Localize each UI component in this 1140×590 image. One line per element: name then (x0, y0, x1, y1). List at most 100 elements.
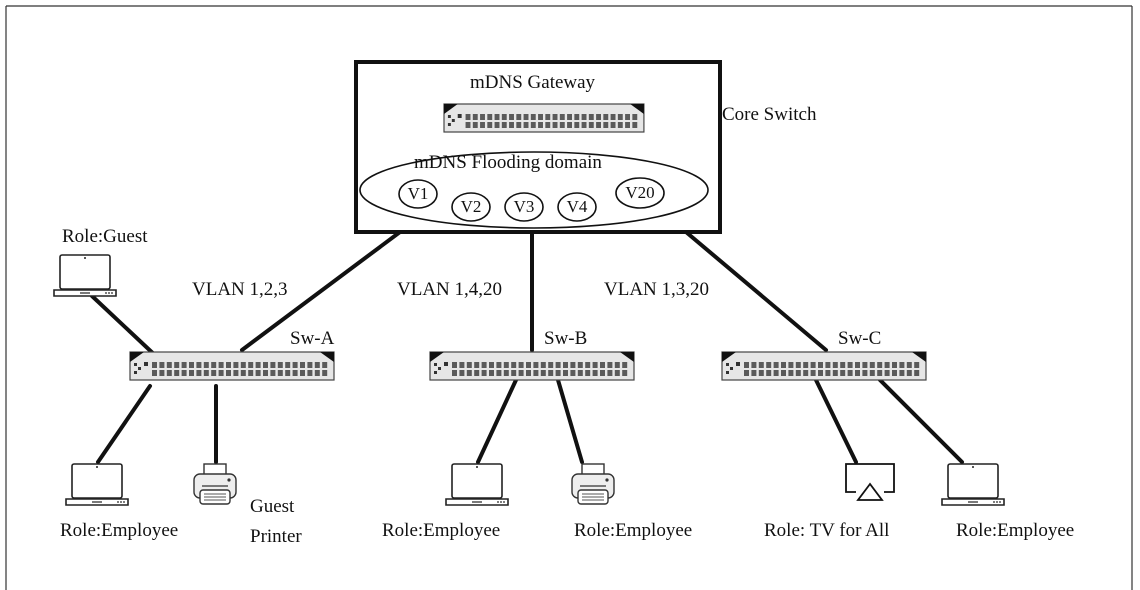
switch-port (516, 114, 522, 120)
switch-port (788, 370, 794, 376)
a-laptop-icon (65, 463, 129, 506)
switch-port (489, 370, 494, 376)
link-b-vlan-label: VLAN 1,4,20 (397, 279, 503, 300)
switch-port (548, 362, 554, 368)
switch-port (574, 114, 580, 120)
vlan-v1-ellipse (398, 179, 438, 209)
switch-port (832, 362, 838, 368)
switch-port (474, 362, 480, 368)
switch-port (292, 362, 298, 368)
switch-port (481, 362, 487, 368)
switch-port (166, 362, 172, 368)
switch-port (526, 362, 531, 368)
guest-laptop-label: Role:Guest (62, 226, 148, 247)
switch-port (818, 370, 823, 376)
flooding-domain-ellipse (359, 151, 709, 229)
vlan-v3-label: V3 (513, 197, 535, 216)
vlan-v2-label: V2 (460, 197, 482, 216)
switch-port (610, 114, 616, 120)
switch-port (869, 362, 875, 368)
switch-port (563, 370, 568, 376)
switch-port (181, 370, 187, 376)
link-a-vlan-label: VLAN 1,2,3 (192, 279, 288, 300)
switch-port (233, 370, 239, 376)
switch-port (540, 362, 546, 368)
switch-port (285, 370, 291, 376)
b-laptop-label: Role:Employee (382, 520, 501, 541)
switch-port (300, 370, 305, 376)
switch-port (603, 122, 609, 128)
vlan-v2-ellipse (451, 192, 491, 222)
switch-port (825, 362, 831, 368)
switch-port (588, 114, 594, 120)
switch-b-device (429, 351, 635, 381)
switch-port (322, 362, 328, 368)
switch-port (563, 362, 568, 368)
switch-port (818, 362, 823, 368)
switch-port (255, 370, 261, 376)
switch-port (625, 122, 631, 128)
links (90, 230, 964, 464)
a-printer-icon (193, 463, 237, 505)
switch-port (516, 122, 522, 128)
uplink-sw-c (684, 230, 828, 352)
switch-port (277, 370, 283, 376)
switch-port (744, 362, 749, 368)
switch-port (494, 122, 500, 128)
switch-b-label: Sw-B (544, 328, 588, 349)
switch-port (555, 362, 561, 368)
switch-port (487, 122, 493, 128)
vlan-v20-label: V20 (625, 183, 655, 202)
c-tv-label: Role: TV for All (764, 520, 890, 541)
link-a-laptop (96, 384, 152, 464)
switch-port (884, 362, 890, 368)
switch-port (862, 362, 868, 368)
link-c-tv (814, 378, 858, 464)
switch-port (906, 370, 912, 376)
switch-port (545, 114, 551, 120)
switch-port (496, 370, 502, 376)
switch-port (617, 114, 623, 120)
switch-port (152, 362, 157, 368)
switch-port (270, 362, 276, 368)
switch-port (577, 370, 583, 376)
a-printer-label-line2: Printer (250, 526, 302, 547)
switch-port (906, 362, 912, 368)
switch-port (211, 362, 217, 368)
switch-port (552, 114, 558, 120)
switch-port (758, 370, 764, 376)
switch-port (459, 362, 465, 368)
switch-port (600, 370, 605, 376)
switch-port (226, 362, 231, 368)
switch-port (600, 362, 605, 368)
switch-port (189, 370, 194, 376)
switch-port (530, 122, 536, 128)
switch-port (847, 370, 853, 376)
switch-port (548, 370, 554, 376)
vlan-v4-ellipse (557, 192, 597, 222)
switch-port (189, 362, 194, 368)
switch-port (559, 122, 565, 128)
switch-port (314, 362, 320, 368)
vlan-v20-ellipse (615, 177, 665, 209)
switch-port (914, 370, 920, 376)
switch-port (203, 370, 209, 376)
switch-port (494, 114, 500, 120)
switch-port (255, 362, 261, 368)
switch-port (588, 122, 594, 128)
switch-port (501, 122, 507, 128)
switch-port (570, 370, 576, 376)
link-c-laptop (878, 378, 964, 464)
switch-port (481, 370, 487, 376)
switch-port (840, 370, 846, 376)
switch-port (518, 370, 524, 376)
switch-port (567, 122, 572, 128)
a-printer-label-line1: Guest (250, 496, 295, 517)
vlan-v3-ellipse (504, 192, 544, 222)
switch-port (503, 362, 509, 368)
link-guest-laptop (90, 294, 160, 360)
switch-port (211, 370, 217, 376)
switch-port (892, 362, 897, 368)
switch-port (577, 362, 583, 368)
switch-port (607, 362, 613, 368)
